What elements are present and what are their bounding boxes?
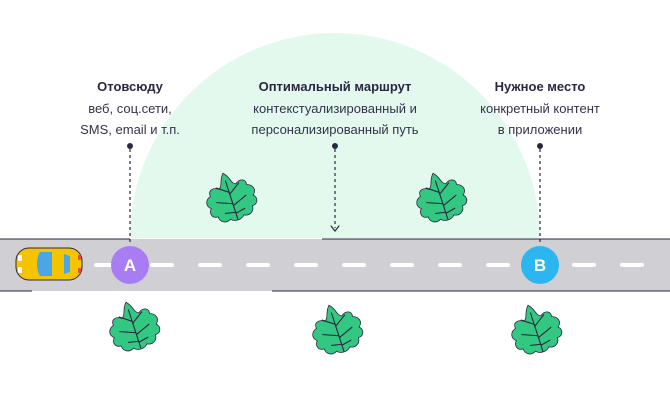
callout-route-title: Оптимальный маршрут <box>258 79 412 94</box>
callout-start: Отовсюду веб, соц.сети, SMS, email и т.п… <box>40 78 220 140</box>
bush-icon <box>304 297 369 361</box>
road-dash-line <box>94 263 644 267</box>
marker-a: A <box>111 246 149 284</box>
marker-a-label: A <box>124 256 136 275</box>
leader-line-b <box>537 143 543 242</box>
leader-line-middle <box>330 143 340 232</box>
marker-b-label: B <box>534 256 546 275</box>
callout-start-title: Отовсюду <box>97 79 163 94</box>
leader-line-a <box>127 143 133 242</box>
callout-route: Оптимальный маршрут контекстуализированн… <box>220 78 450 140</box>
callout-route-line: персонализированный путь <box>251 122 419 137</box>
car-icon <box>15 247 83 281</box>
callout-destination-title: Нужное место <box>494 79 586 94</box>
callout-start-line: веб, соц.сети, <box>88 101 172 116</box>
marker-b: B <box>521 246 559 284</box>
bush-icon <box>503 297 568 361</box>
arrow-down-icon <box>330 225 340 232</box>
bush-icon <box>101 294 166 358</box>
callout-destination-line: в приложении <box>497 122 583 137</box>
callout-destination: Нужное место конкретный контент в прилож… <box>450 78 630 140</box>
road <box>0 238 670 292</box>
callout-destination-line: конкретный контент <box>480 101 600 116</box>
callout-start-line: SMS, email и т.п. <box>80 122 180 137</box>
callout-route-line: контекстуализированный и <box>253 101 417 116</box>
